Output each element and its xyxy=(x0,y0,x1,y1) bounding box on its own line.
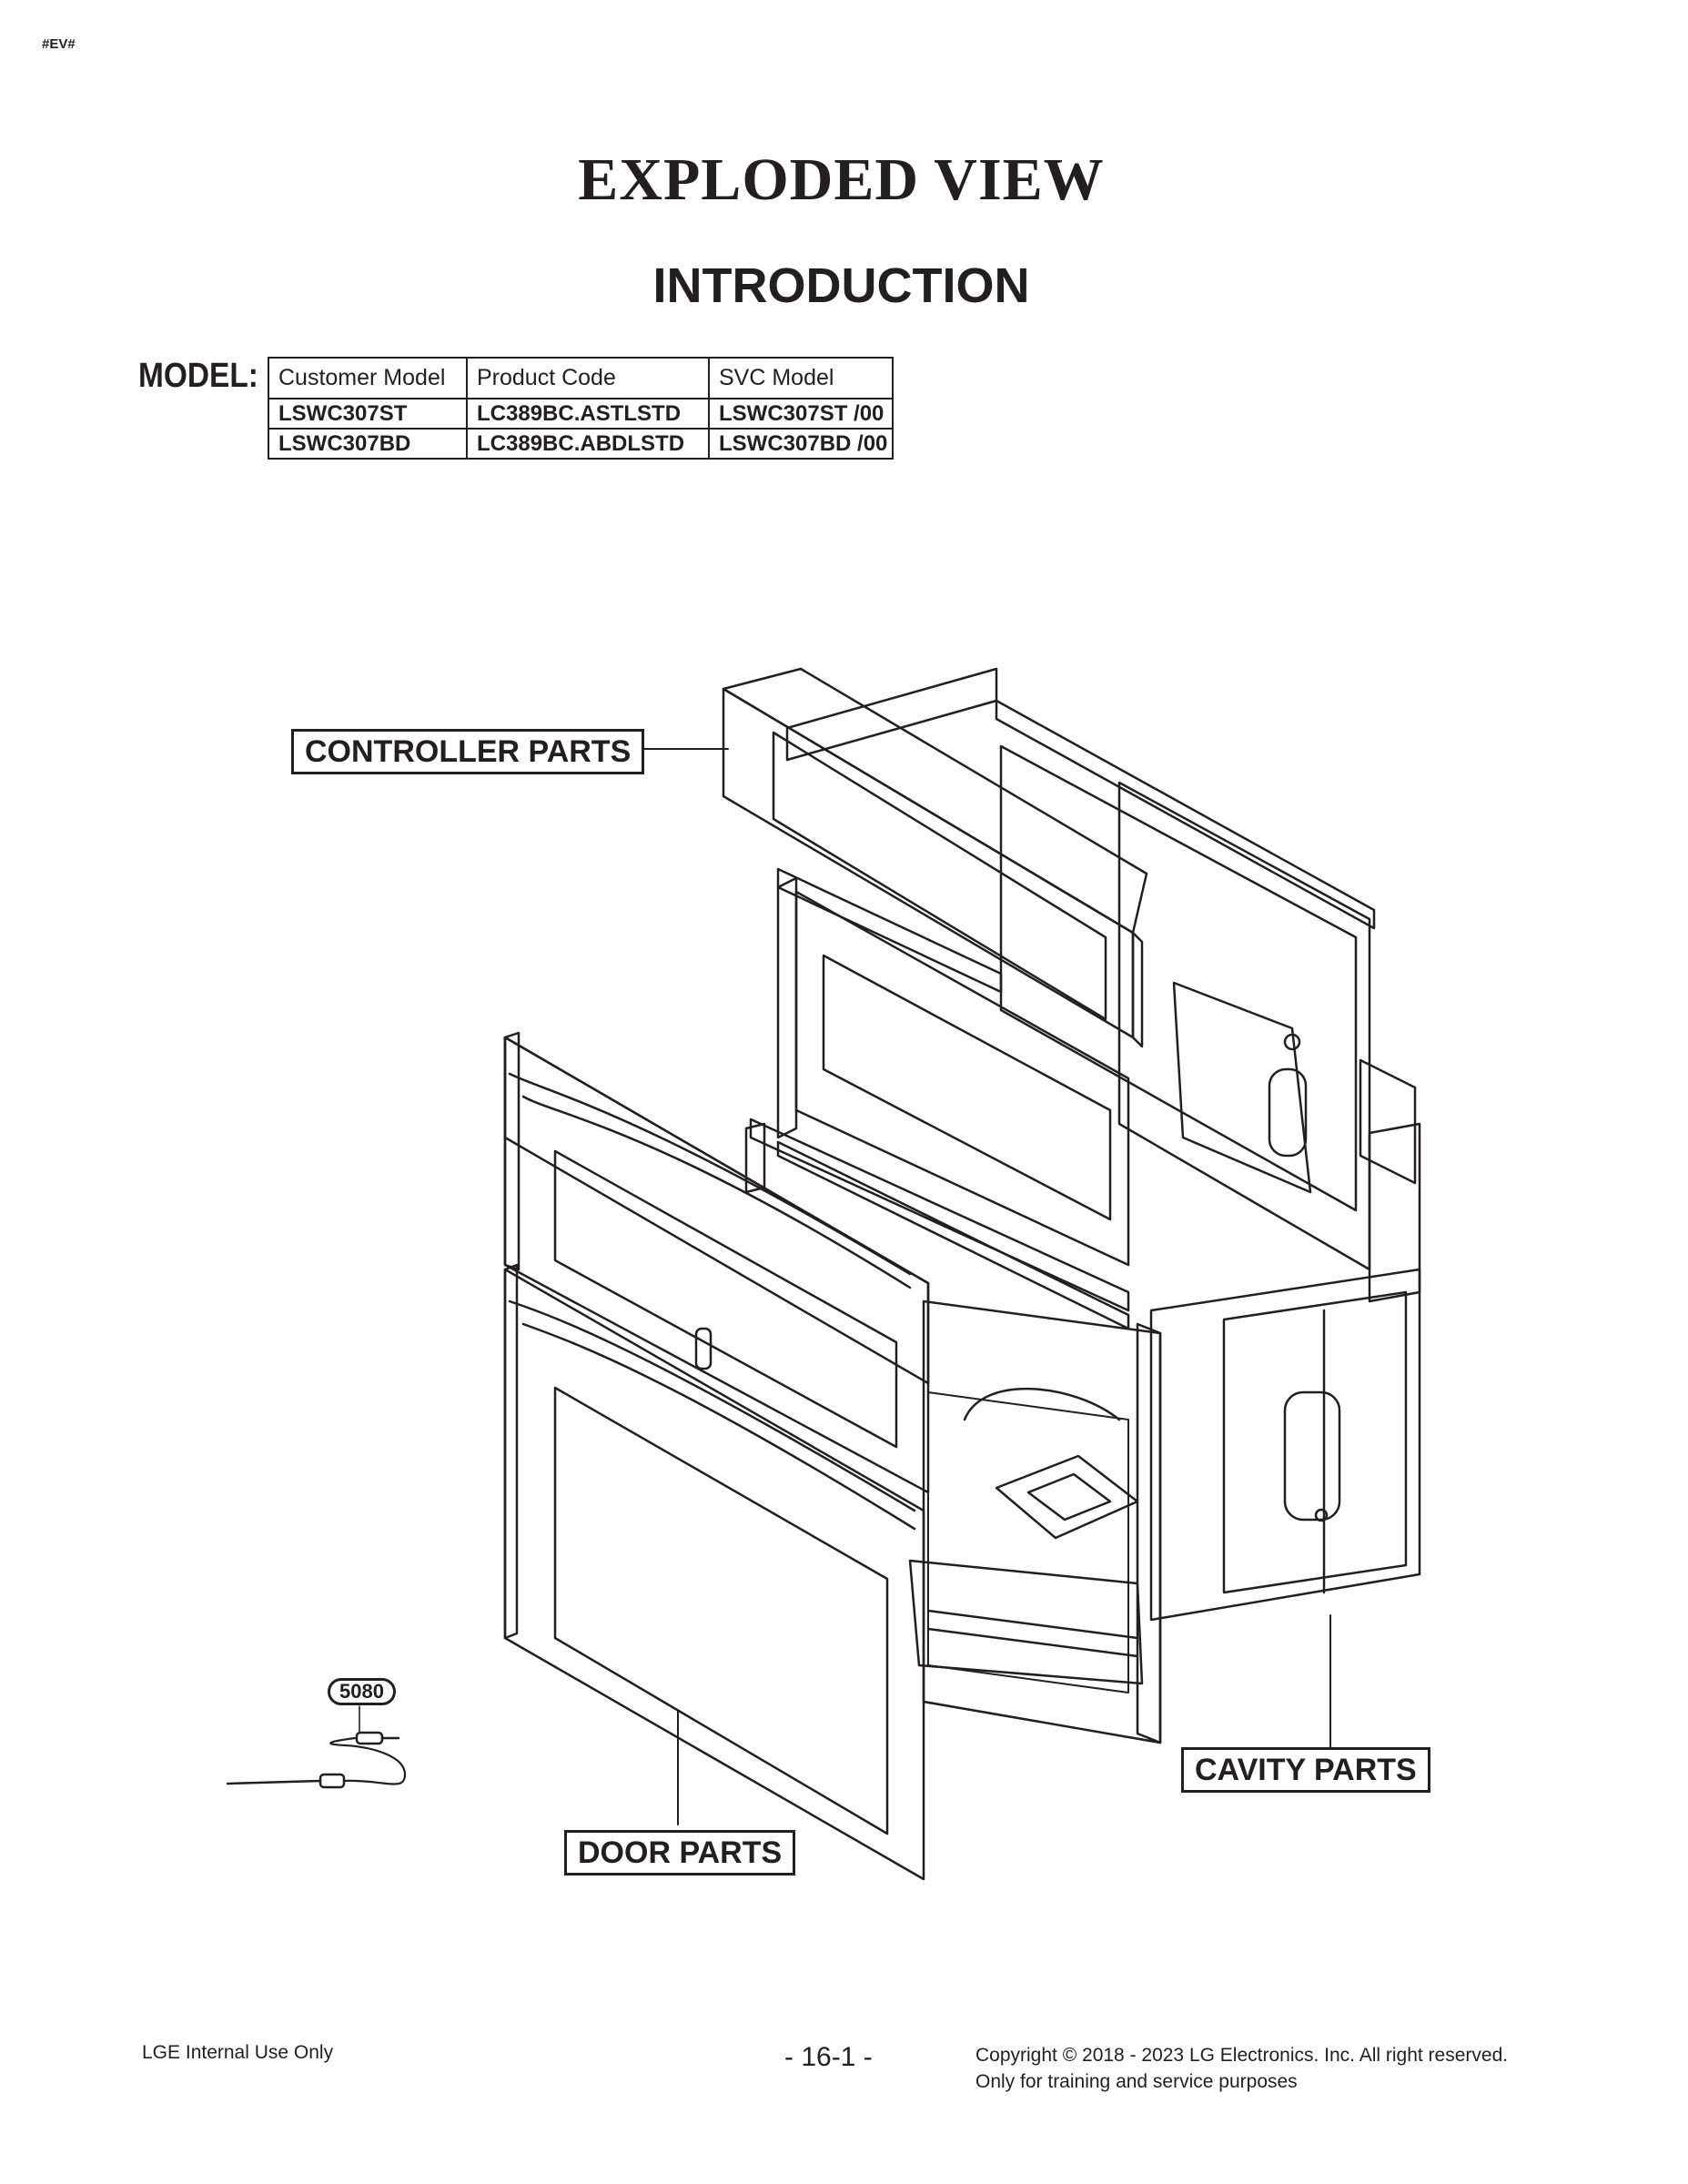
controller-panel xyxy=(722,667,1148,1048)
model-table: Customer Model Product Code SVC Model LS… xyxy=(268,357,894,460)
purpose-text: Only for training and service purposes xyxy=(975,2071,1298,2092)
table-cell: LSWC307ST /00 xyxy=(708,398,894,430)
page-title: EXPLODED VIEW xyxy=(578,147,1105,213)
copyright-text: Copyright © 2018 - 2023 LG Electronics. … xyxy=(975,2045,1509,2066)
page-subtitle: INTRODUCTION xyxy=(652,258,1030,313)
controller-parts-label: CONTROLLER PARTS xyxy=(291,729,645,774)
footer-copyright: Copyright © 2018 - 2023 LG Electronics. … xyxy=(975,2042,1508,2095)
column-header: Product Code xyxy=(466,357,710,399)
table-row: LSWC307BD LC389BC.ABDLSTD LSWC307BD /00 xyxy=(268,428,894,460)
temperature-probe xyxy=(226,1705,407,1789)
document-tag: #EV# xyxy=(42,36,76,52)
model-label: MODEL: xyxy=(138,357,258,395)
model-table-header: Customer Model Product Code SVC Model xyxy=(268,357,894,399)
table-cell: LSWC307BD /00 xyxy=(708,428,894,460)
part-number-badge: 5080 xyxy=(328,1678,396,1705)
column-header: SVC Model xyxy=(708,357,894,399)
lower-door xyxy=(503,1263,925,1881)
side-structure xyxy=(1149,1058,1421,1622)
door-parts-label: DOOR PARTS xyxy=(564,1830,796,1876)
microwave-housing xyxy=(744,667,1376,1330)
table-cell: LC389BC.ABDLSTD xyxy=(466,428,710,460)
cavity-parts-label: CAVITY PARTS xyxy=(1181,1747,1430,1793)
oven-cavity xyxy=(908,1299,1162,1744)
column-header: Customer Model xyxy=(268,357,468,399)
table-cell: LSWC307BD xyxy=(268,428,468,460)
footer-internal-use: LGE Internal Use Only xyxy=(142,2042,334,2063)
page-number: - 16-1 - xyxy=(784,2042,873,2072)
upper-door xyxy=(503,1031,930,1494)
callout-leaders xyxy=(642,748,1331,1825)
table-cell: LSWC307ST xyxy=(268,398,468,430)
table-row: LSWC307ST LC389BC.ASTLSTD LSWC307ST /00 xyxy=(268,398,894,430)
table-cell: LC389BC.ASTLSTD xyxy=(466,398,710,430)
